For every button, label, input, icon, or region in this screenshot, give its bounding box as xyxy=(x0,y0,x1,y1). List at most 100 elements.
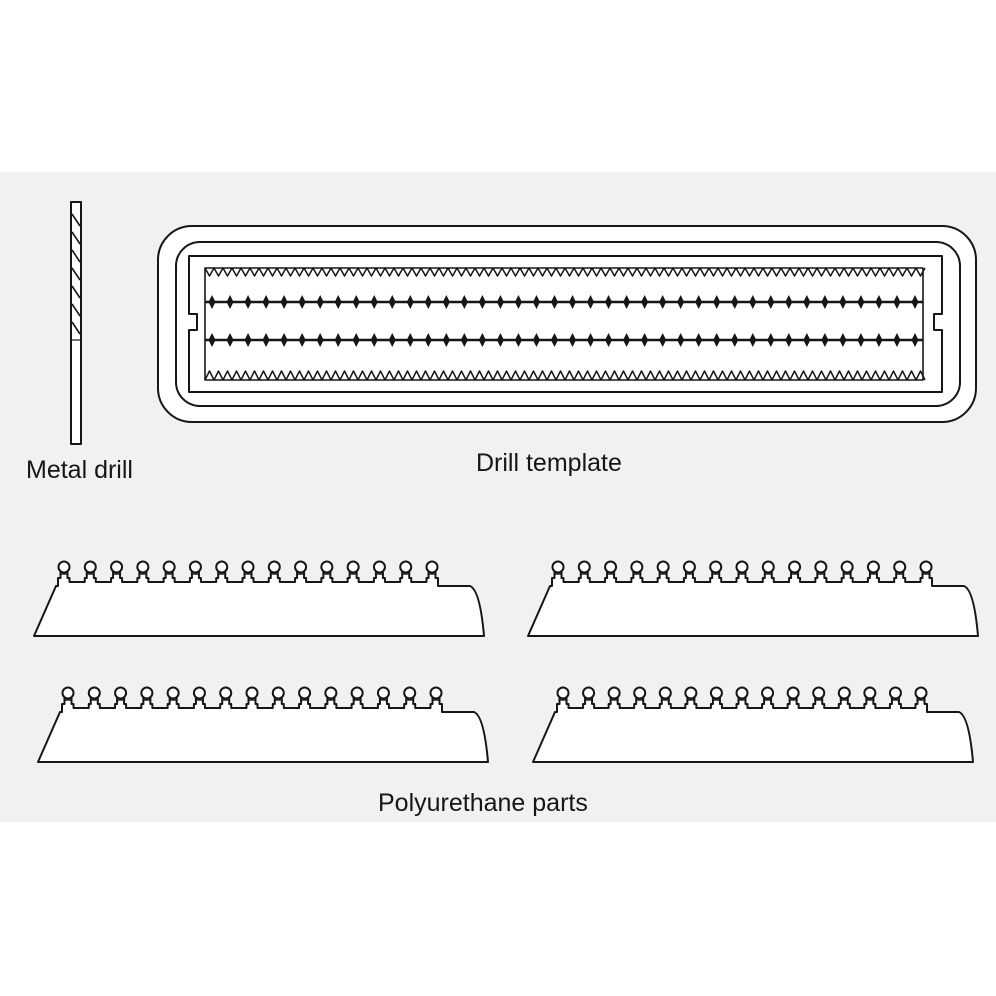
drill-hole xyxy=(388,333,396,347)
drill-hole xyxy=(785,295,793,309)
top-teeth-edge xyxy=(204,267,926,277)
drill-hole xyxy=(749,295,757,309)
part-pin-knob xyxy=(735,560,749,574)
part-pin-knob xyxy=(57,560,71,574)
part-pin-knob xyxy=(840,560,854,574)
part-pin-knob xyxy=(429,686,443,700)
drill-hole xyxy=(262,295,270,309)
part-pin-knob xyxy=(919,560,933,574)
drill-hole xyxy=(316,295,324,309)
drill-template xyxy=(157,225,977,423)
part-pin-knob xyxy=(83,560,97,574)
drill-hole xyxy=(659,295,667,309)
part-pin-knob xyxy=(914,686,928,700)
drill-hole xyxy=(442,295,450,309)
drill-hole xyxy=(731,295,739,309)
drill-hole xyxy=(587,333,595,347)
part-pin-knob xyxy=(350,686,364,700)
drill-hole xyxy=(677,295,685,309)
drill-hole xyxy=(478,295,486,309)
part-pin-knob xyxy=(320,560,334,574)
part-body xyxy=(33,571,485,637)
part-pin-knob xyxy=(245,686,259,700)
drill-hole xyxy=(659,333,667,347)
drill-hole xyxy=(280,295,288,309)
part-pin-knob xyxy=(376,686,390,700)
drill-hole xyxy=(334,295,342,309)
drill-hole xyxy=(226,295,234,309)
drill-hole xyxy=(875,295,883,309)
polyurethane-part-1 xyxy=(33,560,485,637)
part-pin-knob xyxy=(888,686,902,700)
drill-hole xyxy=(623,295,631,309)
metal-drill-label: Metal drill xyxy=(26,456,133,484)
part-pin-knob xyxy=(786,686,800,700)
part-pin-knob xyxy=(556,686,570,700)
drill-hole xyxy=(406,333,414,347)
drill-hole xyxy=(839,333,847,347)
drill-hole xyxy=(208,333,216,347)
part-pin-knob xyxy=(630,560,644,574)
part-pin-knob xyxy=(425,560,439,574)
drill-hole xyxy=(316,333,324,347)
part-pin-knob xyxy=(87,686,101,700)
metal-drill xyxy=(70,201,82,445)
drill-hole xyxy=(803,295,811,309)
template-inner-frame xyxy=(175,241,961,407)
drill-hole xyxy=(550,295,558,309)
drill-hole xyxy=(478,333,486,347)
part-pin-knob xyxy=(61,686,75,700)
drill-hole xyxy=(244,295,252,309)
drill-hole xyxy=(893,295,901,309)
drill-hole xyxy=(550,333,558,347)
part-pin-knob xyxy=(893,560,907,574)
part-pin-knob xyxy=(298,686,312,700)
part-pin-knob xyxy=(812,686,826,700)
drill-hole xyxy=(605,333,613,347)
part-pin-knob xyxy=(166,686,180,700)
drill-hole xyxy=(424,295,432,309)
part-pin-knob xyxy=(837,686,851,700)
drill-hole xyxy=(334,333,342,347)
part-pin-knob xyxy=(633,686,647,700)
drill-hole xyxy=(731,333,739,347)
part-pin-knob xyxy=(372,560,386,574)
part-pin-knob xyxy=(294,560,308,574)
drill-hole xyxy=(262,333,270,347)
polyurethane-parts-label: Polyurethane parts xyxy=(378,789,588,817)
drill-hole xyxy=(767,333,775,347)
drill-hole xyxy=(695,295,703,309)
drill-hole xyxy=(605,295,613,309)
drill-hole xyxy=(208,295,216,309)
drill-hole xyxy=(857,333,865,347)
drill-hole xyxy=(641,295,649,309)
drill-hole xyxy=(623,333,631,347)
drill-hole xyxy=(641,333,649,347)
part-pin-knob xyxy=(403,686,417,700)
drill-hole xyxy=(460,333,468,347)
drill-hole xyxy=(298,295,306,309)
part-pin-knob xyxy=(684,686,698,700)
drill-hole xyxy=(911,295,919,309)
drill-hole xyxy=(352,295,360,309)
part-pin-knob xyxy=(761,560,775,574)
part-pin-knob xyxy=(192,686,206,700)
bottom-teeth-edge xyxy=(204,370,926,381)
polyurethane-part-2 xyxy=(527,560,979,637)
polyurethane-part-3 xyxy=(37,686,489,763)
part-pin-knob xyxy=(219,686,233,700)
drill-hole xyxy=(244,333,252,347)
template-plate xyxy=(188,255,943,393)
drill-hole xyxy=(370,333,378,347)
part-pin-knob xyxy=(551,560,565,574)
drill-hole xyxy=(785,333,793,347)
drill-hole xyxy=(406,295,414,309)
drill-hole xyxy=(587,295,595,309)
part-pin-knob xyxy=(788,560,802,574)
drill-hole xyxy=(569,333,577,347)
part-pin-knob xyxy=(267,560,281,574)
part-pin-knob xyxy=(582,686,596,700)
drill-hole xyxy=(821,295,829,309)
